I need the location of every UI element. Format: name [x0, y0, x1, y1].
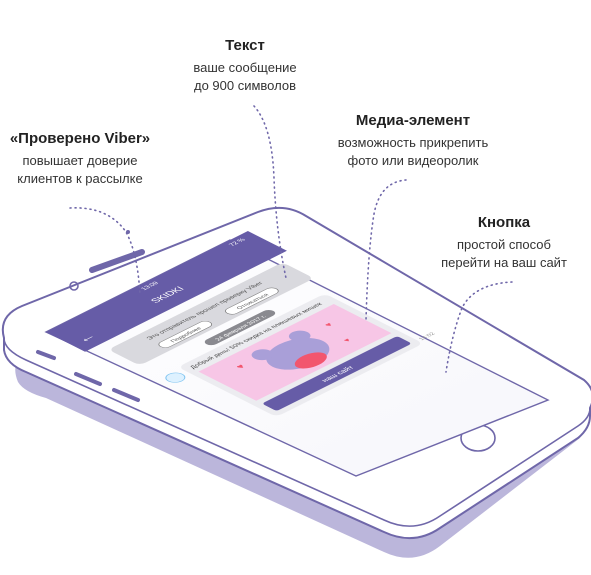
volume-up-button [74, 372, 102, 386]
callout-button-desc: простой способ перейти на ваш сайт [424, 236, 584, 272]
verified-leader-line [69, 207, 141, 297]
callout-media: Медиа-элемент возможность прикрепить фот… [328, 112, 498, 170]
site-button[interactable] [262, 336, 412, 411]
callout-verified-title: «Проверено Viber» [9, 130, 151, 147]
callout-text-title: Текст [225, 37, 265, 54]
unsubscribe-button[interactable] [223, 286, 281, 315]
volume-down-button [112, 388, 140, 402]
media-leader-line [365, 179, 407, 321]
text-leader-line [253, 105, 287, 279]
speaker-grill [89, 249, 145, 273]
callout-verified-desc: повышает доверие клиентов к рассылке [0, 152, 160, 188]
callout-verified-line1: повышает доверие [22, 153, 138, 168]
callout-button-line1: простой способ [456, 237, 551, 252]
button-leader-line [445, 281, 513, 373]
status-time: 13:09 [140, 281, 161, 292]
chat-header [46, 231, 287, 352]
heart-icon: ♥ [234, 363, 249, 371]
callout-text-line1: ваше сообщение [193, 60, 297, 75]
callout-text-line2: до 900 символов [193, 78, 296, 93]
callout-text-desc: ваше сообщение до 900 символов [170, 59, 320, 95]
callout-text: Текст ваше сообщение до 900 символов [170, 37, 320, 95]
front-camera [69, 281, 79, 291]
phone-edge [3, 337, 591, 527]
message-time: 14:02 [418, 332, 438, 342]
callout-media-line1: возможность прикрепить [337, 135, 489, 150]
more-button[interactable] [156, 320, 214, 349]
heart-icon: ♥ [322, 321, 335, 328]
sender-avatar[interactable] [162, 371, 189, 384]
callout-button-line2: перейти на ваш сайт [441, 255, 567, 270]
date-pill [204, 309, 276, 346]
verified-banner [111, 264, 311, 364]
callout-button: Кнопка простой способ перейти на ваш сай… [424, 214, 584, 272]
heart-icon: ♥ [341, 337, 353, 343]
side-button-1 [36, 350, 56, 360]
callout-media-desc: возможность прикрепить фото или видеорол… [328, 134, 498, 170]
callout-button-title: Кнопка [477, 214, 531, 231]
callout-verified-line2: клиентов к рассылке [17, 171, 143, 186]
callout-verified: «Проверено Viber» повышает доверие клиен… [0, 130, 160, 188]
callout-media-line2: фото или видеоролик [347, 153, 479, 168]
status-battery: 72 % [228, 237, 248, 247]
callout-media-title: Медиа-элемент [355, 112, 471, 129]
teddy-bear-illustration [251, 330, 330, 370]
